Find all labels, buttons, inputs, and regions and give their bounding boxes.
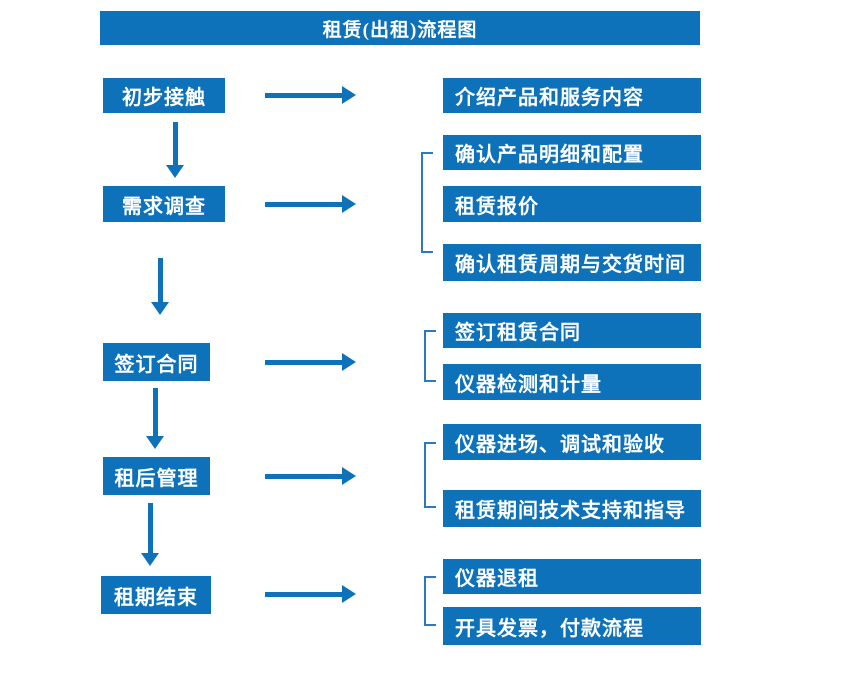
group-bracket-post-rental (424, 442, 436, 508)
detail-box-tech-support: 租赁期间技术支持和指导 (443, 490, 701, 527)
right-arrow-1 (265, 86, 356, 104)
down-arrow-4 (141, 503, 159, 566)
detail-box-rental-quote: 租赁报价 (443, 186, 701, 222)
right-arrow-4 (265, 467, 356, 485)
detail-box-instrument-return: 仪器退租 (443, 559, 701, 594)
right-arrow-3 (265, 353, 356, 371)
stage-box-lease-end: 租期结束 (101, 576, 211, 614)
flowchart-title: 租赁(出租)流程图 (322, 19, 478, 41)
group-bracket-demand-survey (421, 152, 433, 253)
detail-box-sign-rental-contract: 签订租赁合同 (443, 313, 701, 348)
stage-box-initial-contact: 初步接触 (103, 78, 225, 113)
detail-box-instrument-setup-acceptance: 仪器进场、调试和验收 (443, 424, 701, 460)
stage-box-demand-survey: 需求调查 (103, 186, 225, 222)
detail-box-confirm-rental-period: 确认租赁周期与交货时间 (443, 244, 701, 281)
flowchart-title-bar: 租赁(出租)流程图 (100, 11, 700, 45)
right-arrow-2 (265, 195, 356, 213)
down-arrow-1 (166, 122, 184, 178)
right-arrow-5 (265, 585, 356, 603)
stage-box-sign-contract: 签订合同 (103, 343, 210, 381)
down-arrow-3 (146, 388, 164, 449)
down-arrow-2 (151, 258, 169, 315)
detail-box-confirm-product-details: 确认产品明细和配置 (443, 135, 701, 170)
stage-box-post-rental-management: 租后管理 (103, 457, 210, 495)
group-bracket-lease-end (424, 576, 436, 626)
detail-box-introduce-products: 介绍产品和服务内容 (443, 78, 701, 113)
detail-box-invoice-payment: 开具发票，付款流程 (443, 607, 701, 645)
group-bracket-sign-contract (424, 330, 436, 382)
detail-box-instrument-inspection: 仪器检测和计量 (443, 364, 701, 400)
